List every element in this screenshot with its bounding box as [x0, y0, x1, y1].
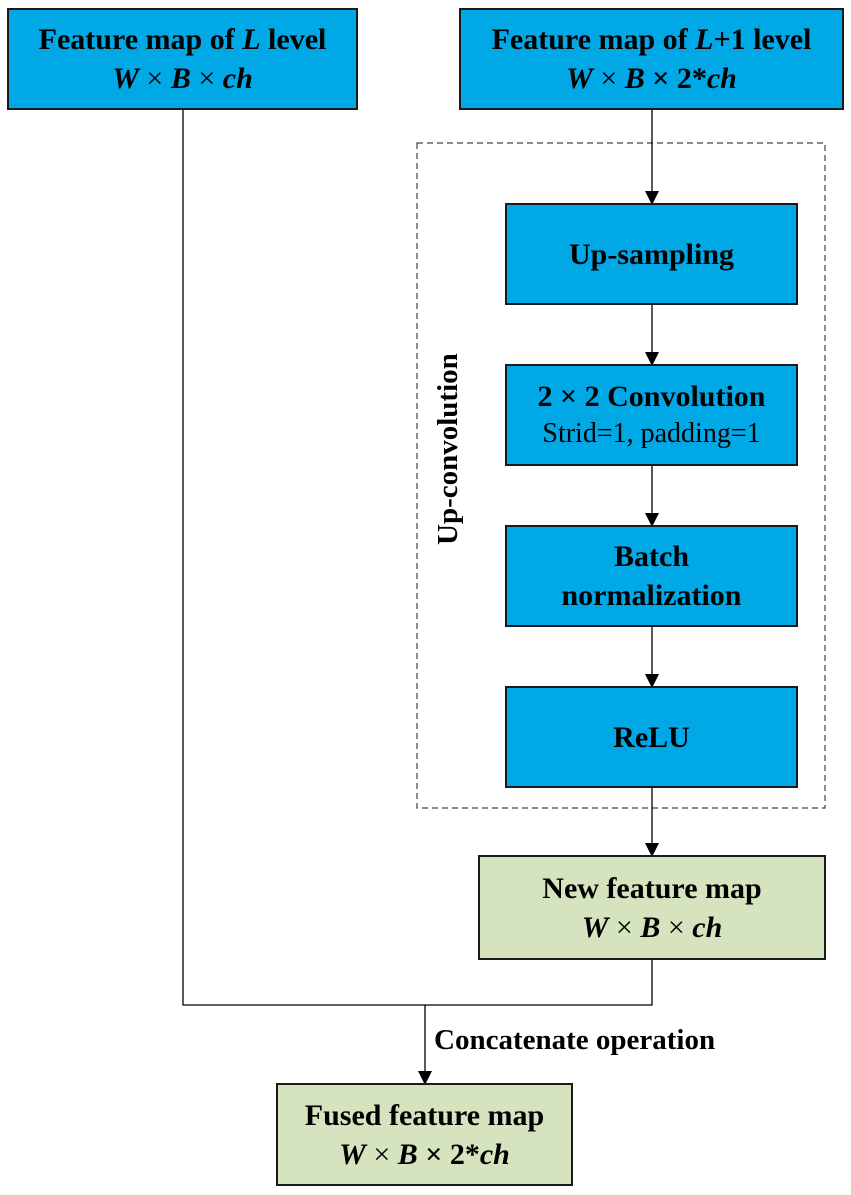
upsampling-label: Up-sampling [568, 237, 735, 271]
new-feature-map-title: New feature map [542, 871, 762, 905]
batchnorm-node: Batch normalization [505, 525, 798, 627]
feature-map-l-dims: W × B × ch [112, 62, 253, 95]
feature-map-l1-node: Feature map of L+1 level W × B × 2*ch [459, 8, 844, 110]
fused-feature-map-title: Fused feature map [304, 1098, 545, 1132]
new-feature-map-node: New feature map W × B × ch [478, 855, 826, 960]
feature-map-l1-title: Feature map of L+1 level [491, 23, 812, 56]
convolution-node: 2 × 2 Convolution Strid=1, padding=1 [505, 364, 798, 466]
relu-label: ReLU [613, 720, 690, 754]
convolution-label: 2 × 2 Convolution [537, 380, 766, 414]
fused-feature-map-dims: W × B × 2*ch [339, 1137, 510, 1171]
feature-map-l-node: Feature map of L level W × B × ch [7, 8, 358, 110]
line-l-level-down [182, 110, 653, 1006]
upsampling-node: Up-sampling [505, 203, 798, 305]
batchnorm-label-line1: Batch [614, 540, 689, 573]
convolution-params: Strid=1, padding=1 [542, 418, 761, 450]
feature-map-l1-dims: W × B × 2*ch [566, 62, 737, 95]
feature-map-l-title: Feature map of L level [38, 23, 327, 56]
concatenate-label: Concatenate operation [434, 1024, 716, 1056]
batchnorm-label-line2: normalization [561, 579, 742, 612]
fused-feature-map-node: Fused feature map W × B × 2*ch [276, 1083, 573, 1186]
up-convolution-label: Up-convolution [432, 353, 464, 545]
new-feature-map-dims: W × B × ch [581, 910, 723, 944]
relu-node: ReLU [505, 686, 798, 788]
up-convolution-group-frame [416, 142, 826, 809]
